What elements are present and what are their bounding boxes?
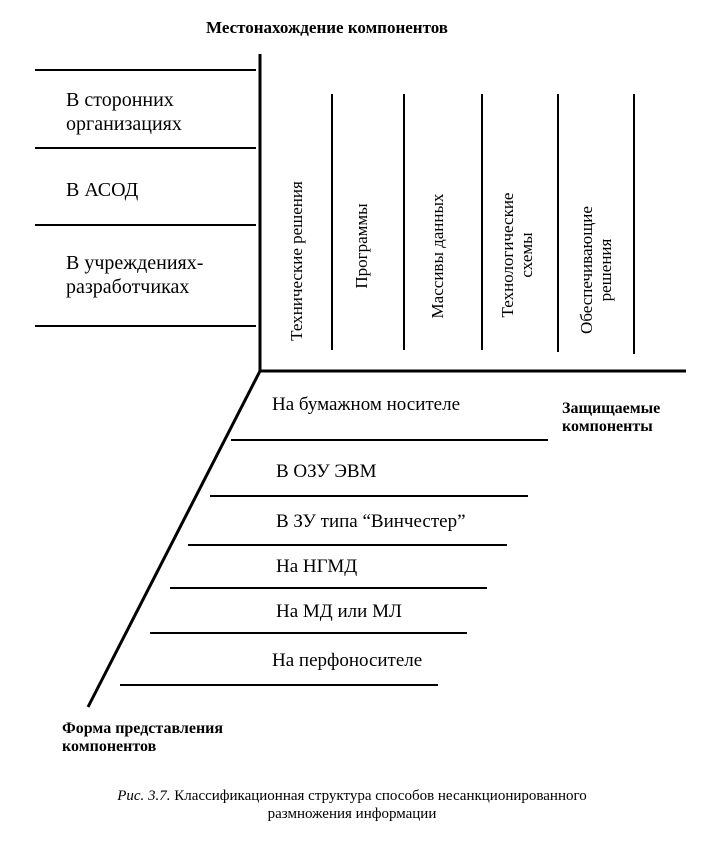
component-label: Обеспечивающие решения: [577, 180, 617, 360]
form-axis-label: Форма представления компонентов: [62, 720, 223, 756]
components-axis-label-line: компоненты: [562, 418, 653, 435]
component-label: Массивы данных: [428, 166, 450, 346]
location-item: В учреждениях- разработчиках: [66, 251, 203, 299]
component-label-line: схемы: [517, 232, 536, 278]
component-label-line: решения: [596, 238, 615, 302]
form-axis-label-line: Форма представления: [62, 720, 224, 737]
form-item: На МД или МЛ: [276, 601, 402, 622]
form-item: На НГМД: [276, 556, 358, 577]
diagram-title: Местонахождение компонентов: [206, 18, 448, 37]
component-label: Технические решения: [287, 161, 309, 361]
component-label-line: Технологические: [498, 192, 517, 318]
location-item-line: организациях: [66, 113, 182, 135]
caption-line: Рис. 3.7. Классификационная структура сп…: [0, 787, 704, 805]
form-item: На бумажном носителе: [272, 394, 461, 415]
form-item: В ЗУ типа “Винчестер”: [276, 511, 466, 532]
location-item-line: В сторонних: [66, 89, 174, 111]
component-label-line: Массивы данных: [428, 193, 447, 319]
figure-ref: Рис. 3.7.: [117, 788, 171, 804]
component-label-line: Обеспечивающие: [577, 206, 596, 334]
form-item: На перфоносителе: [272, 650, 423, 671]
component-label: Программы: [352, 156, 374, 336]
location-item: В АСОД: [66, 178, 138, 202]
diagonal-axis: [86, 370, 262, 708]
caption-text: Классификационная структура способов нес…: [170, 788, 587, 804]
component-label-line: Программы: [352, 203, 371, 289]
components-axis-label-line: Защищаемые: [562, 400, 661, 417]
location-item-line: В АСОД: [66, 179, 139, 201]
figure-caption: Рис. 3.7. Классификационная структура сп…: [0, 787, 704, 823]
form-axis-label-line: компонентов: [62, 738, 157, 755]
location-item-line: разработчиках: [66, 276, 190, 298]
component-label-line: Технические решения: [287, 181, 306, 341]
component-label: Технологические схемы: [498, 165, 538, 345]
components-axis-label: Защищаемые компоненты: [562, 400, 660, 436]
location-item-line: В учреждениях-: [66, 252, 204, 274]
location-item: В сторонних организациях: [66, 88, 182, 136]
form-item: В ОЗУ ЭВМ: [276, 461, 377, 482]
caption-line: размножения информации: [267, 806, 437, 822]
